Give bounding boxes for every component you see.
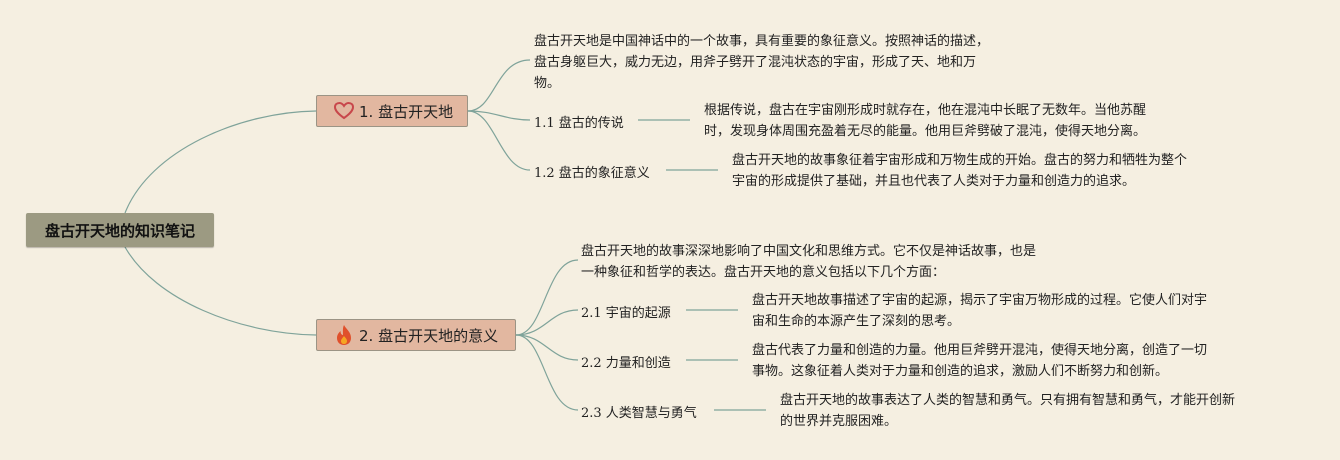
subtopic-2-2-label[interactable]: 2.2 力量和创造 bbox=[581, 356, 671, 371]
branch-2-description: 盘古开天地的故事深深地影响了中国文化和思维方式。它不仅是神话故事，也是 一种象征… bbox=[581, 244, 1037, 280]
root-title: 盘古开天地的知识笔记 bbox=[44, 221, 195, 240]
subtopic-1-2-text: 盘古开天地的故事象征着宇宙形成和万物生成的开始。盘古的努力和牺牲为整个 宇宙的形… bbox=[732, 153, 1188, 189]
subtopic-2-3-label[interactable]: 2.3 人类智慧与勇气 bbox=[581, 406, 697, 421]
branch-node-2[interactable]: 2. 盘古开天地的意义 bbox=[316, 319, 516, 351]
branch-2-to-2-3-line bbox=[515, 334, 579, 411]
root-to-branch-1-line bbox=[124, 110, 317, 214]
branch-2-to-2-1-line bbox=[515, 309, 579, 336]
fire-icon bbox=[333, 324, 355, 346]
branch-2-to-2-2-line bbox=[515, 334, 579, 361]
heart-icon bbox=[333, 100, 355, 122]
branch-1-to-desc-line bbox=[467, 59, 531, 112]
subtopic-1-2-label[interactable]: 1.2 盘古的象征意义 bbox=[534, 166, 650, 181]
subtopic-2-1-label[interactable]: 2.1 宇宙的起源 bbox=[581, 306, 671, 321]
root-to-branch-2-line bbox=[124, 246, 317, 336]
subtopic-1-1-label[interactable]: 1.1 盘古的传说 bbox=[534, 116, 624, 131]
subtopic-2-1-text: 盘古开天地故事描述了宇宙的起源，揭示了宇宙万物形成的过程。它使人们对宇 宙和生命… bbox=[752, 293, 1208, 329]
root-node[interactable]: 盘古开天地的知识笔记 bbox=[26, 213, 214, 247]
branch-node-1[interactable]: 1. 盘古开天地 bbox=[316, 95, 468, 127]
subtopic-2-3-text: 盘古开天地的故事表达了人类的智慧和勇气。只有拥有智慧和勇气，才能开创新 的世界并… bbox=[780, 393, 1236, 429]
subtopic-2-2-text: 盘古代表了力量和创造的力量。他用巨斧劈开混沌，使得天地分离，创造了一切 事物。这… bbox=[752, 343, 1208, 379]
branch-2-label: 2. 盘古开天地的意义 bbox=[359, 326, 499, 345]
branch-1-description: 盘古开天地是中国神话中的一个故事，具有重要的象征意义。按照神话的描述， 盘古身躯… bbox=[534, 34, 990, 91]
branch-1-to-1-2-line bbox=[467, 110, 531, 171]
branch-1-label: 1. 盘古开天地 bbox=[359, 102, 454, 121]
branch-1-to-1-1-line bbox=[467, 110, 531, 121]
branch-2-to-desc-line bbox=[515, 259, 579, 336]
subtopic-1-1-text: 根据传说，盘古在宇宙刚形成时就存在，他在混沌中长眠了无数年。当他苏醒 时，发现身… bbox=[704, 103, 1147, 139]
